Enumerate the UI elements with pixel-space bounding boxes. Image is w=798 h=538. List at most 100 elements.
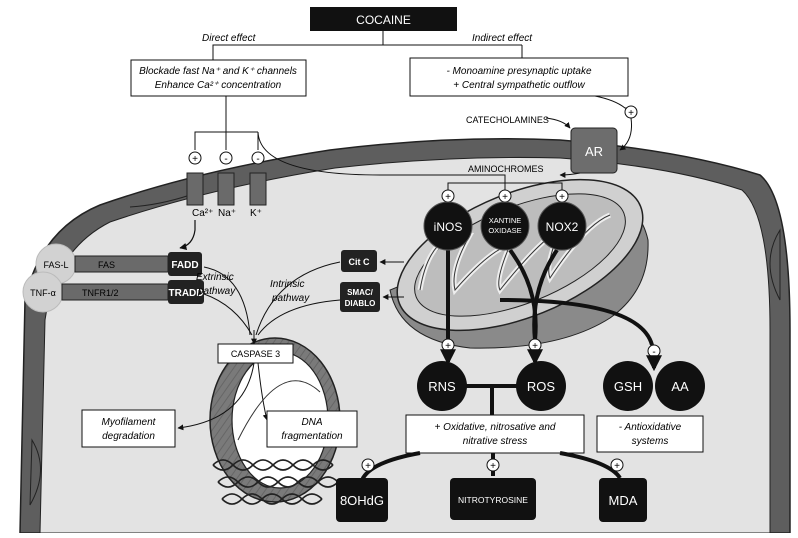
membrane-bump-right: [769, 228, 781, 301]
stress-line2: nitrative stress: [463, 436, 527, 447]
svg-text:+: +: [490, 461, 496, 472]
intrinsic-label-1: Intrinsic: [270, 279, 304, 290]
tradd-node: TRADD: [168, 280, 204, 304]
ar-receptor: AR: [570, 127, 618, 174]
antioxidative-box: - Antioxidative systems: [596, 415, 704, 453]
membrane-bump-left: [29, 438, 41, 506]
inos-node: iNOS: [423, 201, 473, 251]
fas-receptor: FAS: [74, 255, 169, 273]
tnfa-label: TNF-α: [30, 288, 56, 298]
ca-sign: +: [188, 151, 202, 165]
svg-text:+: +: [628, 108, 634, 119]
fas-label: FAS: [98, 260, 115, 270]
svg-text:+: +: [559, 192, 565, 203]
smac-label-1: SMAC/: [347, 288, 374, 297]
ros-to-gsh-line: [499, 298, 654, 346]
na-sign: -: [219, 151, 233, 165]
indirect-effect-box: - Monoamine presynaptic uptake + Central…: [409, 57, 629, 97]
aminochromes-label: AMINOCHROMES: [468, 164, 544, 174]
direct-to-channels-line: [194, 96, 227, 150]
svg-text:+: +: [445, 341, 451, 352]
extrinsic-label-1: Extrinsic: [196, 272, 234, 283]
ar-sign: +: [624, 105, 638, 119]
membrane-bump-top: [129, 194, 191, 208]
svg-text:+: +: [532, 341, 538, 352]
direct-box-line2: Enhance Ca²⁺ concentration: [155, 80, 282, 91]
nitrotyrosine-marker: NITROTYROSINE: [450, 478, 536, 520]
svg-text:-: -: [652, 347, 655, 358]
tradd-label: TRADD: [169, 288, 204, 299]
catecholamines-label: CATECHOLAMINES: [466, 115, 549, 125]
intrinsic-label-2: pathway: [271, 293, 310, 304]
rns-node: RNS: [417, 361, 467, 411]
dna-label-2: fragmentation: [281, 431, 343, 442]
stress-to-8ohdg-arrow: [360, 451, 421, 481]
extrinsic-curve-1: [203, 266, 251, 336]
svg-text:-: -: [256, 154, 259, 165]
ohdg-label: 8OHdG: [340, 493, 384, 508]
ros-node: ROS: [516, 361, 566, 411]
cocaine-label: COCAINE: [356, 13, 411, 27]
myofilament-box: Myofilament degradation: [81, 409, 176, 448]
direct-box-line1: Blockade fast Na⁺ and K⁺ channels: [139, 66, 297, 77]
fadd-node: FADD: [168, 252, 202, 276]
k-channel: [249, 172, 267, 206]
caspase-3-box: CASPASE 3: [217, 343, 294, 364]
oxidative-stress-box: + Oxidative, nitrosative and nitrative s…: [405, 414, 585, 454]
k-sign: -: [251, 151, 265, 165]
fadd-label: FADD: [171, 260, 198, 271]
anti-line2: systems: [632, 436, 669, 447]
intrinsic-curve-1: [255, 261, 341, 336]
caspase-to-dna-arrow: [257, 362, 269, 421]
ar-label: AR: [585, 144, 603, 159]
ar-to-aminochromes-arrow: [559, 171, 581, 178]
gsh-node: GSH: [603, 361, 653, 411]
indirect-box-line2: + Central sympathetic outflow: [453, 80, 585, 91]
ca-channel: [186, 172, 204, 206]
fasl-label: FAS-L: [43, 260, 68, 270]
myo-label-2: degradation: [102, 431, 155, 442]
direct-effect-label: Direct effect: [202, 33, 257, 44]
extrinsic-label-2: pathway: [197, 286, 236, 297]
tnfr-receptor: TNFR1/2: [61, 283, 169, 301]
xo-label-1: XANTINE: [489, 216, 522, 225]
anti-line1: - Antioxidative: [619, 422, 682, 433]
mda-sign: +: [610, 458, 624, 472]
tnfr-label: TNFR1/2: [82, 288, 119, 298]
direct-to-aminochromes-line: [257, 131, 506, 190]
stress-to-mda-arrow: [559, 451, 622, 480]
cocaine-branch-line: [212, 31, 384, 60]
tnfa-ligand: TNF-α: [22, 271, 64, 313]
svg-text:+: +: [502, 192, 508, 203]
stress-line1: + Oxidative, nitrosative and: [435, 422, 556, 433]
caspase-to-myo-arrow: [177, 362, 255, 431]
extrinsic-curve-2: [203, 293, 253, 336]
indirect-to-ar-line: [594, 95, 628, 109]
ar-sign-to-ar-arrow: [619, 117, 632, 151]
intrinsic-curve-2: [257, 299, 341, 336]
xantine-oxidase-node: XANTINE OXIDASE: [480, 201, 530, 251]
nitro-label: NITROTYROSINE: [458, 495, 528, 505]
myo-label-1: Myofilament: [102, 417, 157, 428]
direct-effect-box: Blockade fast Na⁺ and K⁺ channels Enhanc…: [130, 59, 307, 97]
na-label: Na⁺: [218, 208, 236, 219]
caspase-label: CASPASE 3: [231, 349, 280, 359]
8ohdg-marker: 8OHdG: [336, 478, 388, 522]
svg-text:-: -: [224, 154, 227, 165]
cit-c-node: Cit C: [341, 250, 377, 272]
nox2-label: NOX2: [546, 220, 579, 234]
nox2-to-ros-line: [532, 248, 559, 341]
indirect-effect-label: Indirect effect: [472, 33, 533, 44]
smac-label-2: DIABLO: [345, 299, 376, 308]
mda-label: MDA: [609, 493, 638, 508]
catecholamines-to-ar-arrow: [545, 117, 571, 129]
mda-marker: MDA: [599, 478, 647, 522]
ca-label: Ca²⁺: [192, 208, 213, 219]
inos-label: iNOS: [434, 220, 463, 234]
citc-label: Cit C: [349, 257, 370, 267]
svg-text:+: +: [445, 192, 451, 203]
nitro-sign: +: [486, 458, 500, 472]
ohdg-sign: +: [361, 458, 375, 472]
